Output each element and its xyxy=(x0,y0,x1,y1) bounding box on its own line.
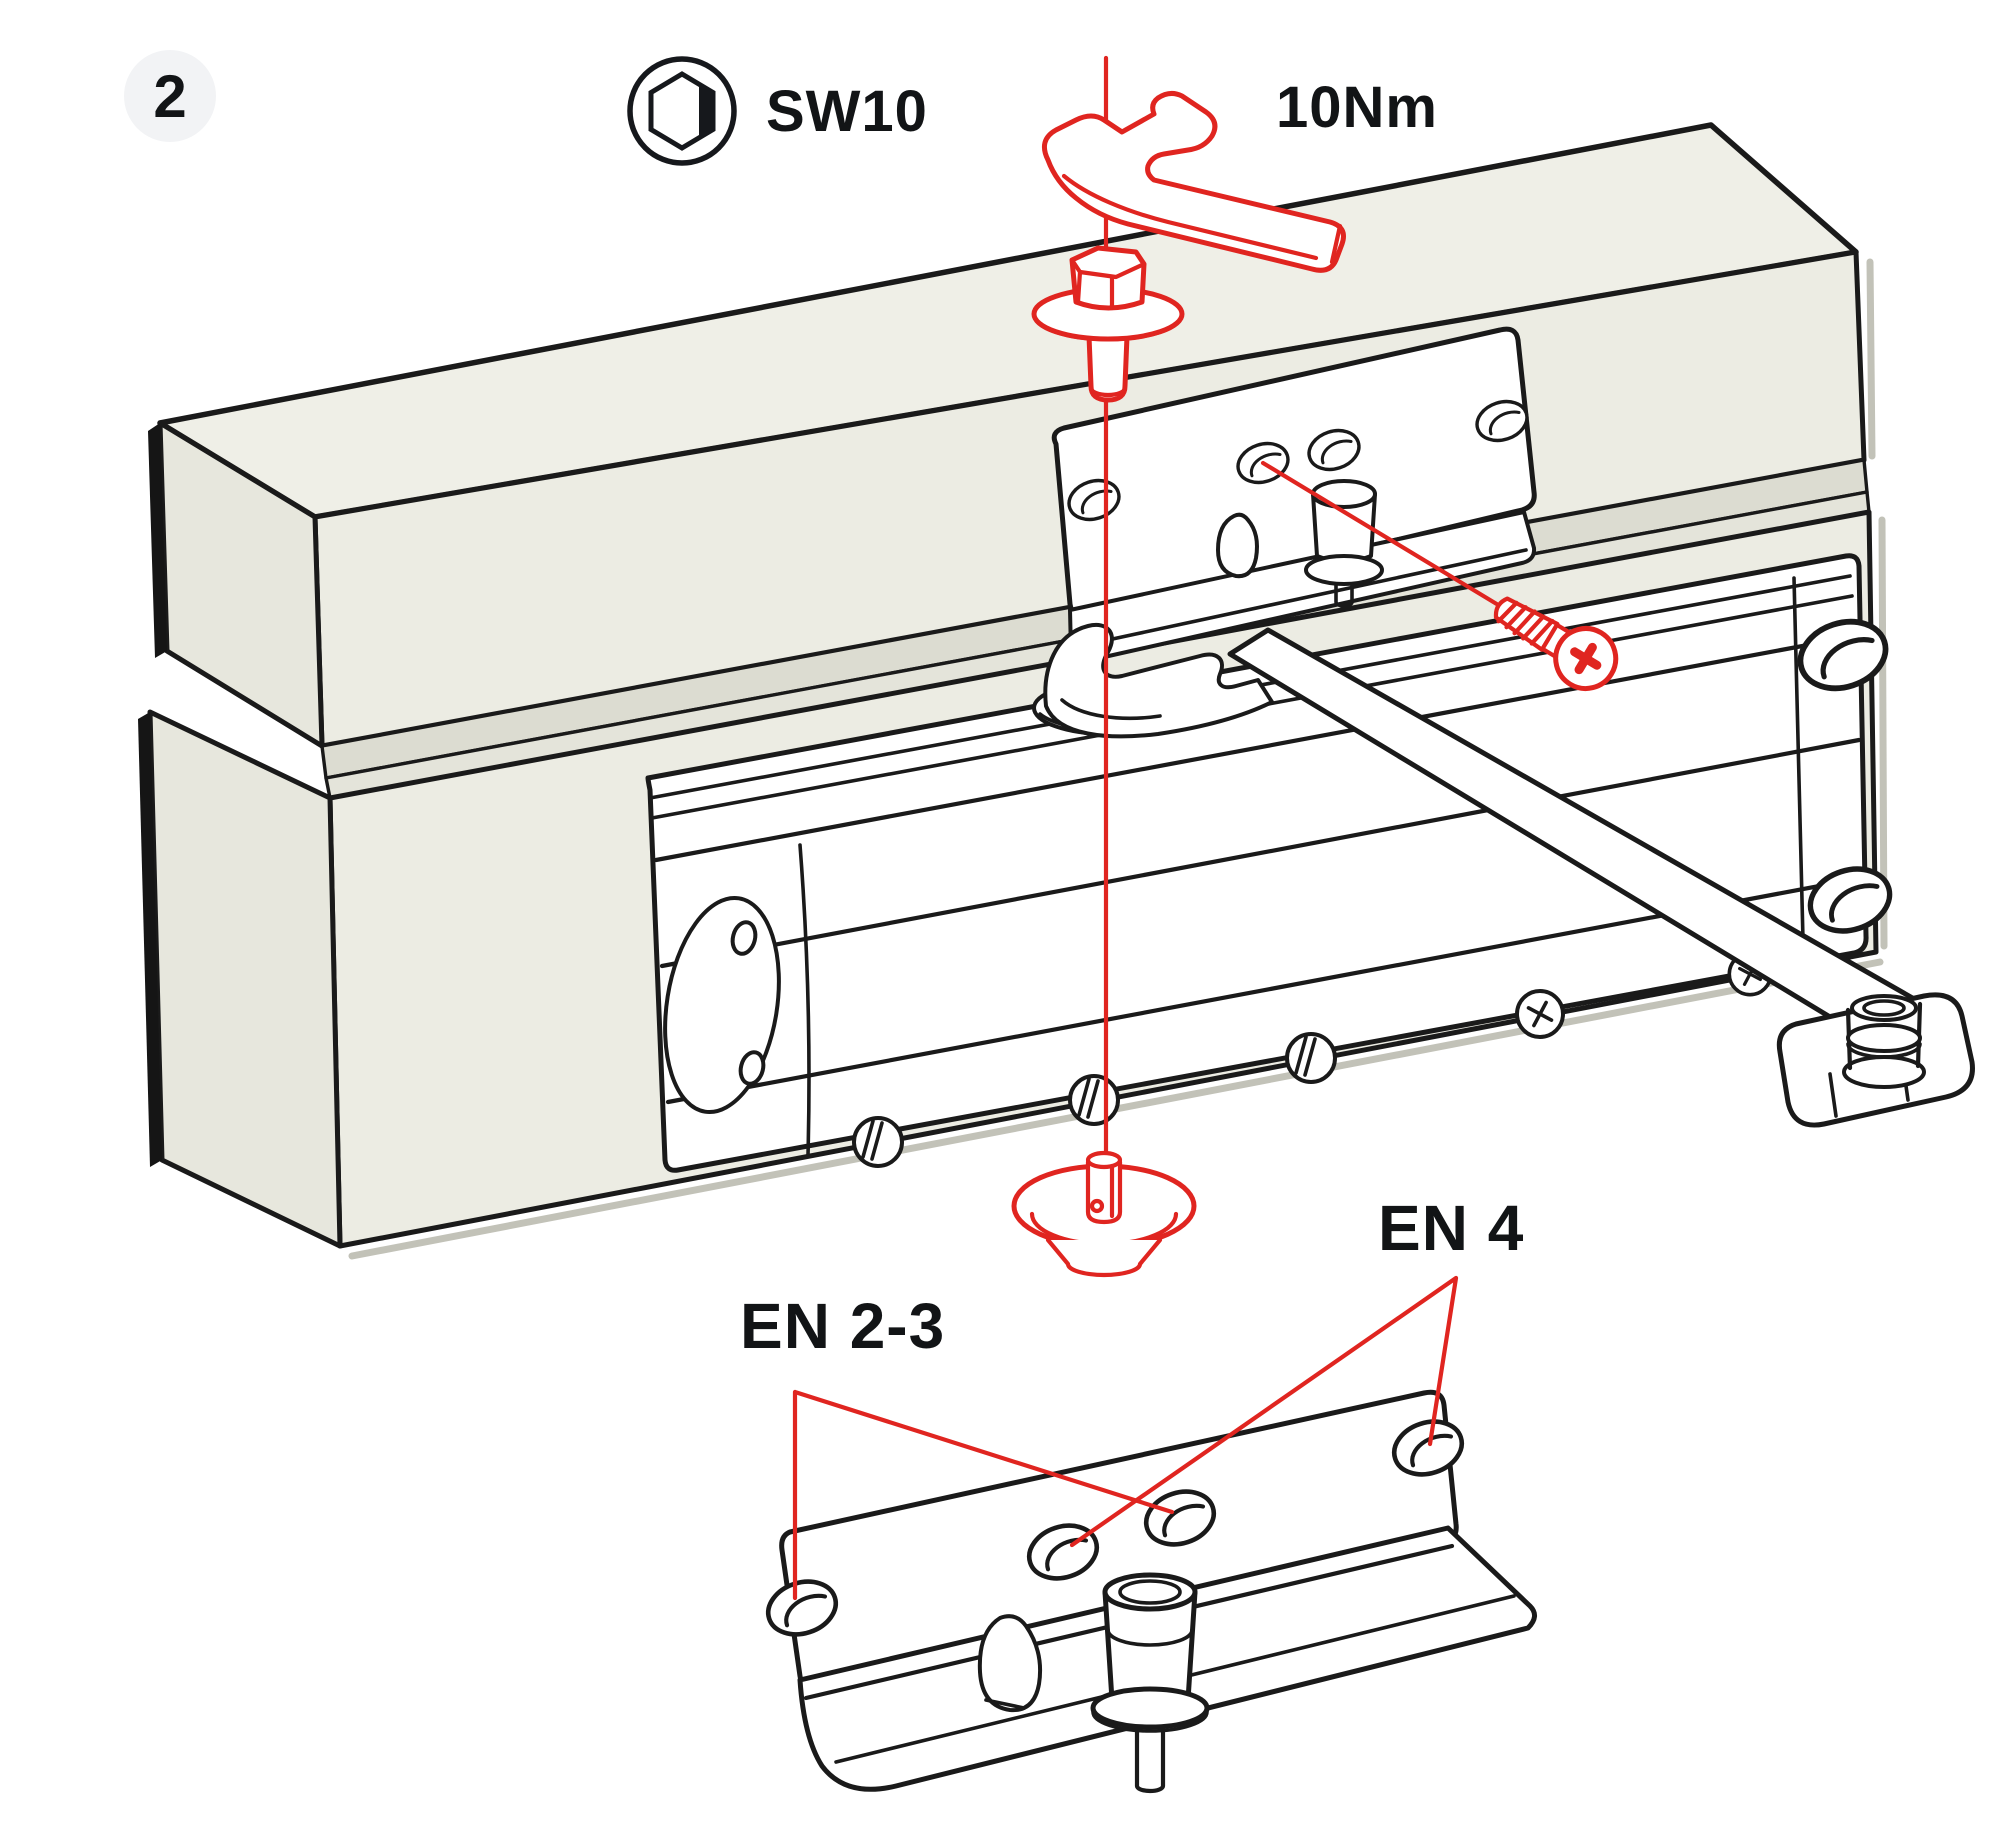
arm-mounting-bracket xyxy=(1051,326,1537,665)
bracket-pivot-post xyxy=(1304,479,1384,608)
door-end-face xyxy=(147,709,343,1249)
step-badge: 2 xyxy=(124,50,216,142)
torque-label: 10Nm xyxy=(1276,75,1438,140)
step-number: 2 xyxy=(153,63,186,130)
finishing-cap-icon xyxy=(1011,1150,1197,1278)
detail-pivot-post xyxy=(1090,1572,1210,1794)
valve-screw-icon xyxy=(852,1116,904,1168)
door-closer-body xyxy=(645,553,1898,1173)
bracket-tab xyxy=(1216,512,1259,579)
flange-bolt-icon xyxy=(1031,245,1185,403)
valve-screw-icon xyxy=(1068,1074,1120,1126)
socket-size-label: SW10 xyxy=(766,79,928,144)
detail-bracket xyxy=(761,1389,1537,1794)
detail-bracket-tab xyxy=(977,1614,1043,1713)
phillips-screw-icon xyxy=(1493,596,1619,692)
en-callout-lines xyxy=(792,1275,1459,1601)
valve-screw-icon xyxy=(1285,1032,1337,1084)
arm-foot xyxy=(1776,992,1975,1128)
body-screw-icon xyxy=(1515,989,1565,1039)
frame-edge-shade xyxy=(148,423,167,658)
en-2-3-label: EN 2-3 xyxy=(740,1290,945,1362)
screw-callout-line xyxy=(1260,460,1503,609)
arm-shoe xyxy=(1043,622,1274,739)
door-edge-shade xyxy=(138,712,162,1167)
en-4-label: EN 4 xyxy=(1378,1192,1524,1264)
hex-socket-icon xyxy=(627,56,737,166)
wrench-icon xyxy=(1041,90,1346,273)
